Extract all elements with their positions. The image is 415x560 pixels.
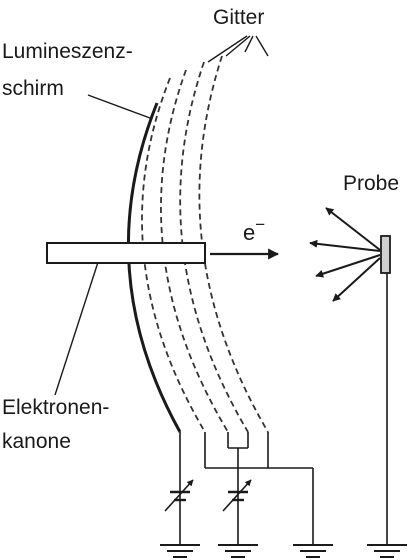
ground-symbols xyxy=(160,544,407,558)
label-schirm-line2: schirm xyxy=(2,77,64,100)
label-schirm-line1: Lumineszenz- xyxy=(2,40,133,63)
grid-4 xyxy=(198,55,269,433)
diffracted-arrows xyxy=(309,207,381,302)
voltage-source-grid xyxy=(222,479,252,512)
label-probe: Probe xyxy=(343,172,400,195)
leader-lines xyxy=(54,35,269,396)
luminescent-screen xyxy=(126,102,182,433)
wiring xyxy=(179,432,314,545)
label-kanone-line2: kanone xyxy=(2,430,71,453)
electron-gun xyxy=(46,242,206,264)
label-kanone-line1: Elektronen- xyxy=(2,396,110,419)
label-gitter: Gitter xyxy=(213,6,265,29)
sample xyxy=(380,235,391,274)
voltage-source-screen xyxy=(164,479,194,512)
electron-label: e− xyxy=(243,215,265,245)
grid-3 xyxy=(179,61,249,433)
